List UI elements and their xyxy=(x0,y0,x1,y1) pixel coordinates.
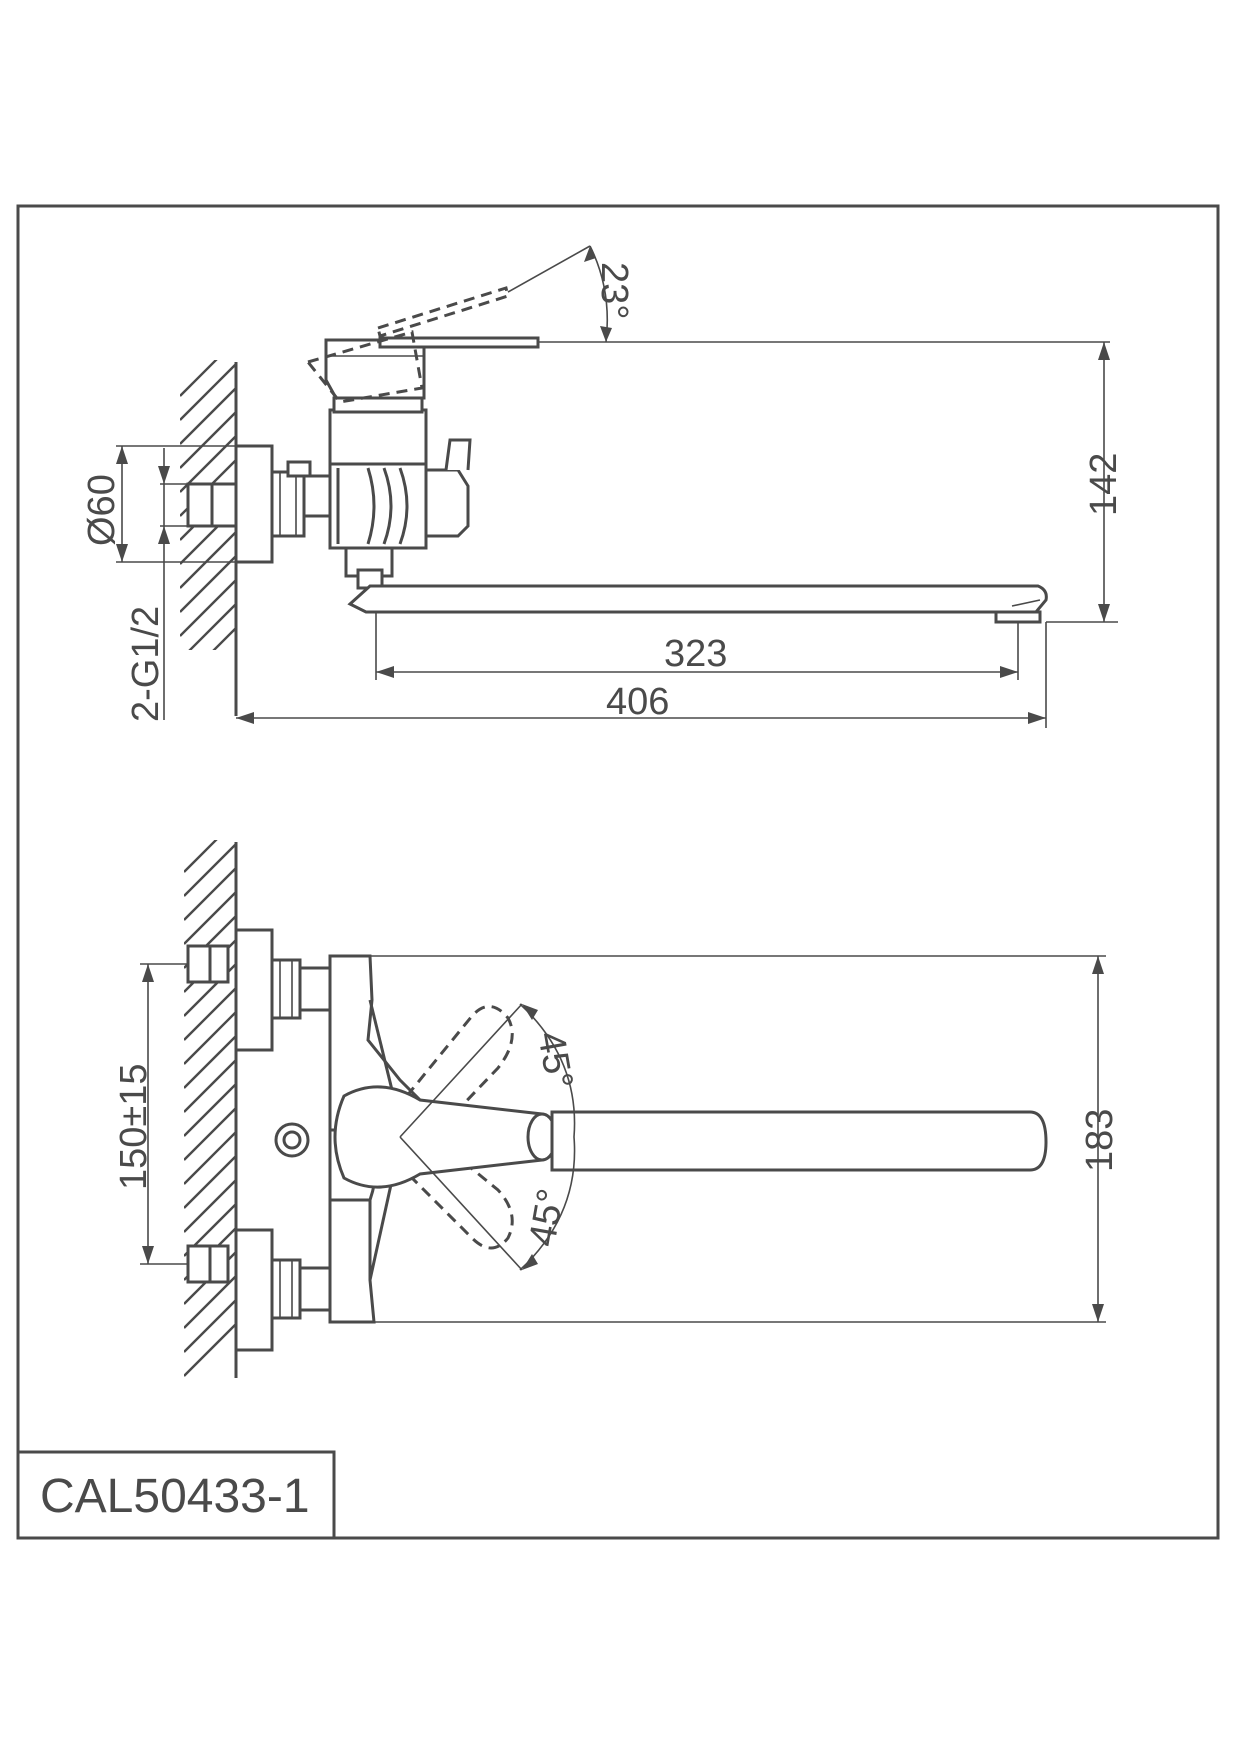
dim-handle-angle: 23° xyxy=(507,245,1110,343)
dim-total-length-label: 406 xyxy=(606,681,669,723)
diverter-knob xyxy=(274,1122,310,1158)
dim-swing-lower-label: 45° xyxy=(522,1186,573,1250)
lever-handle xyxy=(324,338,426,400)
pipe-stub-lower xyxy=(186,1244,230,1284)
wall-flange xyxy=(234,444,274,564)
spout xyxy=(347,584,1048,614)
title-block: CAL50433-1 xyxy=(16,1450,336,1540)
top-view: 45° 45° 150±15 183 xyxy=(113,840,1121,1378)
dim-height-label: 142 xyxy=(1083,453,1125,516)
swing-angle-arcs: 45° 45° xyxy=(399,1003,580,1271)
eccentric-connector xyxy=(270,470,306,538)
dim-center-distance-label: 150±15 xyxy=(113,1063,155,1190)
dim-connection-label: 2-G1/2 xyxy=(125,606,167,722)
aerator xyxy=(994,610,1042,624)
handle-swing-upper xyxy=(382,1005,514,1163)
dim-width: 183 xyxy=(370,955,1121,1323)
mixer-body xyxy=(328,408,428,550)
flange-lower xyxy=(234,1228,274,1352)
pipe-stub-upper xyxy=(186,944,230,984)
diverter-knob xyxy=(424,468,470,538)
dim-flange: Ø60 xyxy=(81,445,272,563)
dim-height: 142 xyxy=(1046,342,1125,623)
dim-total-length: 406 xyxy=(236,622,1047,728)
drawing-frame xyxy=(16,204,1220,1540)
side-view: 23° 142 Ø60 2-G1/2 xyxy=(81,245,1125,728)
dim-center-distance: 150±15 xyxy=(113,963,188,1265)
wall-hatching xyxy=(184,840,236,1377)
lever-handle-raised xyxy=(305,330,424,404)
wall-hatching xyxy=(180,360,236,650)
dim-flange-label: Ø60 xyxy=(81,474,123,546)
dim-connection: 2-G1/2 xyxy=(125,448,188,722)
dim-spout-reach: 323 xyxy=(375,612,1019,680)
flange-upper xyxy=(234,928,274,1052)
model-number: CAL50433-1 xyxy=(40,1470,310,1523)
dim-swing-upper-label: 45° xyxy=(529,1028,580,1092)
spout xyxy=(550,1110,1048,1172)
dim-width-label: 183 xyxy=(1079,1109,1121,1172)
dim-handle-angle-label: 23° xyxy=(593,262,635,319)
dim-spout-reach-label: 323 xyxy=(664,633,727,675)
handle-swing-lower xyxy=(381,1115,514,1250)
mixer-handle xyxy=(333,1085,544,1189)
